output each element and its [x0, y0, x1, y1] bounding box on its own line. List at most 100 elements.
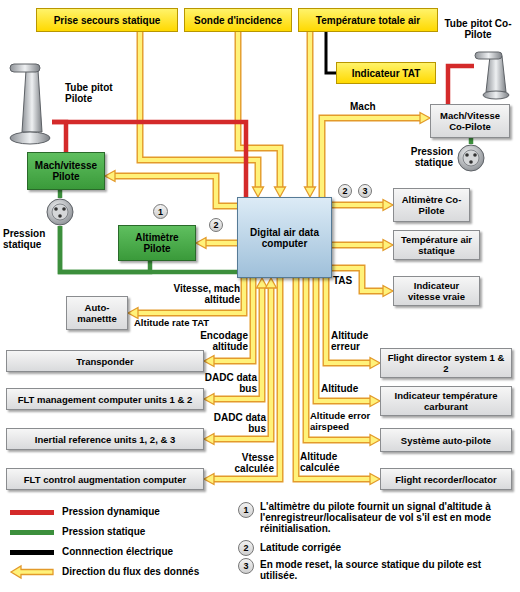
pressure-line	[58, 190, 63, 198]
process-box: Prise secours statique	[36, 8, 178, 32]
note-text: En mode reset, la source statique du pil…	[260, 559, 515, 581]
arrow-head	[204, 434, 214, 445]
system-box: Flight director system 1 & 2	[380, 348, 512, 378]
edge-label: DADC data bus	[206, 413, 266, 434]
connector	[60, 226, 237, 272]
arrow-head	[370, 435, 380, 446]
connector	[332, 268, 393, 297]
system-box: FLT control augmentation computer	[6, 468, 204, 490]
arrow-head	[383, 286, 393, 297]
system-box: Transponder	[6, 350, 204, 372]
data-flow-arrow	[137, 278, 244, 313]
arrow-head	[128, 308, 138, 319]
data-flow-arrow	[332, 202, 384, 209]
drawing-part	[22, 70, 42, 132]
indicator-box: Indicateur TAT	[336, 62, 436, 84]
node-heading: Tube pitot Pilote	[65, 82, 127, 104]
connector	[326, 32, 336, 73]
connector	[128, 278, 244, 319]
instrument-box: Indicateur vitesse vraie	[393, 276, 480, 306]
node-heading: Tube pitot Co-Pilote	[444, 18, 512, 40]
connector	[448, 66, 474, 104]
drawing-part	[58, 214, 62, 218]
arrow-head	[266, 278, 277, 288]
legend-text: Pression statique	[62, 526, 232, 538]
system-box: FLT management computer units 1 & 2	[6, 388, 204, 410]
data-flow-arrow	[205, 240, 237, 247]
arrow-head	[204, 474, 214, 485]
connector	[332, 200, 393, 211]
data-flow-arrow	[308, 32, 312, 188]
pitot-tube: Tube pitot Co-Pilote	[474, 50, 510, 100]
connector	[305, 32, 316, 197]
drawing-part	[54, 207, 58, 211]
electrical-line	[326, 32, 336, 73]
static-port: Pression statique	[46, 198, 74, 226]
edge-label: Encodage altitude	[193, 331, 248, 352]
node-text: Système auto-pilote	[401, 435, 491, 446]
instrument-box: Température air statique	[393, 230, 480, 260]
legend-swatch	[10, 550, 54, 555]
node-heading: Pression statique	[3, 228, 53, 250]
node-heading: Pression statique	[399, 146, 453, 168]
legend-text: Pression dynamique	[62, 506, 232, 518]
arrow-head	[383, 240, 393, 251]
drawing-part	[47, 199, 73, 225]
data-flow-arrow	[332, 203, 384, 207]
drawing-part	[465, 153, 469, 157]
arrow-head	[370, 396, 380, 407]
data-flow-arrow	[114, 176, 237, 206]
data-flow-arrow	[296, 278, 371, 479]
connector	[60, 190, 61, 198]
drawing-part	[10, 64, 40, 72]
node-text: Digital air data computer	[244, 227, 325, 249]
arrow-head	[370, 474, 380, 485]
drawing-part	[483, 91, 509, 99]
connector	[196, 238, 237, 249]
drawing-part	[10, 132, 50, 144]
pressure-line	[60, 226, 237, 272]
arrow-head	[253, 187, 264, 197]
arrow-head	[305, 187, 316, 197]
legend-swatch	[10, 510, 54, 515]
static-port-symbol	[46, 198, 74, 226]
drawing-part	[473, 153, 477, 157]
edge-label: Vitesse, mach altitude	[148, 284, 240, 305]
drawing-part	[458, 145, 484, 171]
drawing-part	[475, 52, 502, 59]
connector	[296, 278, 380, 485]
pitot-tube-symbol	[8, 62, 52, 146]
node-text: Inertial reference units 1, 2, & 3	[35, 434, 175, 445]
arrow-head	[370, 358, 380, 369]
callout-number: 3	[238, 558, 254, 574]
connector	[326, 278, 380, 369]
node-text: FLT control augmentation computer	[24, 474, 186, 485]
signal-label: Altitude rate TAT	[134, 317, 234, 328]
node-text: Flight recorder/locator	[395, 474, 496, 485]
edge-label: Mach	[350, 102, 390, 113]
callout-number: 2	[338, 184, 352, 198]
node-text: Altimètre Pilote	[123, 232, 191, 254]
node-text: Indicateur température carburant	[385, 390, 507, 412]
drawing-part	[463, 150, 479, 166]
data-flow-arrow	[322, 118, 421, 197]
data-flow-arrow	[322, 118, 421, 197]
instrument-box: Altimètre Pilote	[118, 225, 196, 261]
process-box: Sonde d'incidence	[184, 8, 292, 32]
arrow-head	[196, 238, 206, 249]
connector	[471, 138, 472, 144]
note-text: L'altimètre du pilote fournit un signal …	[260, 501, 515, 534]
computer-box: Digital air data computer	[237, 197, 332, 278]
connector	[52, 122, 66, 152]
node-text: Prise secours statique	[54, 15, 161, 26]
data-flow-arrow	[332, 243, 384, 247]
edge-label: Altitude erreur	[331, 331, 391, 352]
arrow-head	[383, 200, 393, 211]
connector	[332, 240, 393, 251]
node-text: FLT management computer units 1 & 2	[18, 394, 193, 405]
data-flow-arrow	[332, 268, 384, 291]
node-text: Température totale air	[316, 15, 420, 26]
node-text: Mach/Vitesse Co-Pilote	[435, 110, 505, 132]
process-box: Température totale air	[298, 8, 438, 32]
